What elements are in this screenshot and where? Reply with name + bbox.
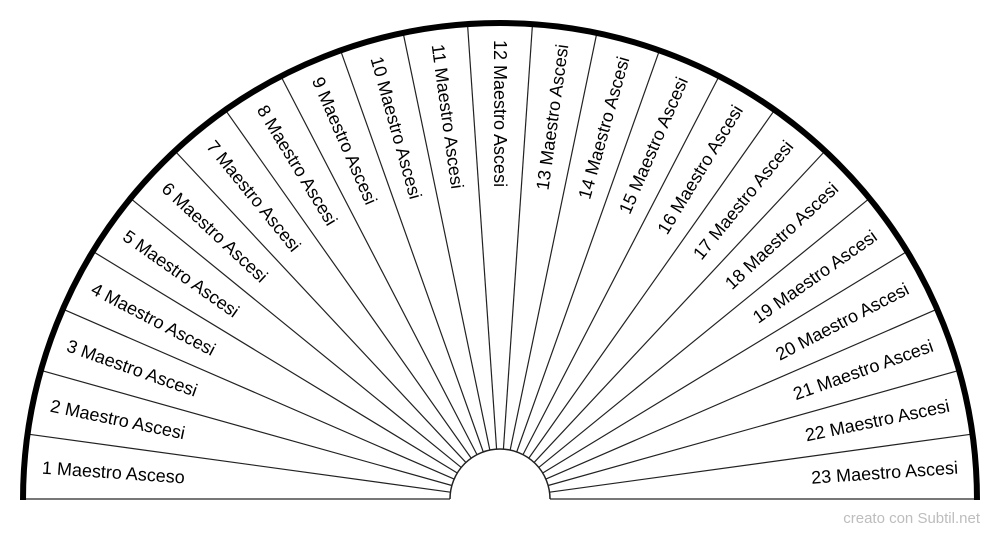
sector-label: 11 Maestro Ascesi [428, 43, 468, 190]
sector-label: 2 Maestro Ascesi [49, 396, 187, 443]
sector-label: 22 Maestro Ascesi [803, 396, 951, 446]
outer-arc [20, 20, 980, 501]
sector-label: 10 Maestro Ascesi [367, 54, 426, 201]
sector-divider [466, 23, 498, 450]
sector-divider [516, 49, 661, 453]
sector-divider [542, 250, 908, 474]
sector-divider [62, 308, 455, 480]
sector-divider [522, 75, 720, 455]
sector-divider [339, 49, 484, 453]
sector-divider [533, 149, 827, 463]
sector-divider [280, 75, 478, 455]
sector-label: 1 Maestro Asceso [41, 458, 185, 488]
sector-divider [547, 369, 960, 487]
sector-divider [129, 197, 462, 468]
sector-divider [173, 149, 467, 463]
sector-divider [27, 433, 451, 493]
sector-divider [509, 31, 598, 451]
watermark: creato con Subtil.net [843, 510, 980, 527]
sector-divider [40, 369, 453, 487]
sector-divider [538, 197, 871, 468]
sector-divider [549, 433, 973, 493]
sector-divider [502, 23, 534, 450]
sector-divider [545, 308, 938, 480]
sector-divider [528, 108, 776, 459]
sector-label: 14 Maestro Ascesi [575, 54, 634, 201]
sector-divider [402, 31, 491, 451]
sector-divider [92, 250, 458, 474]
sector-label: 13 Maestro Ascesi [533, 43, 573, 191]
inner-arc [449, 448, 551, 500]
sector-label: 3 Maestro Ascesi [64, 336, 200, 401]
sector-divider [224, 108, 472, 459]
sector-label: 23 Maestro Ascesi [811, 458, 959, 488]
sector-label: 12 Maestro Ascesi [490, 40, 510, 187]
